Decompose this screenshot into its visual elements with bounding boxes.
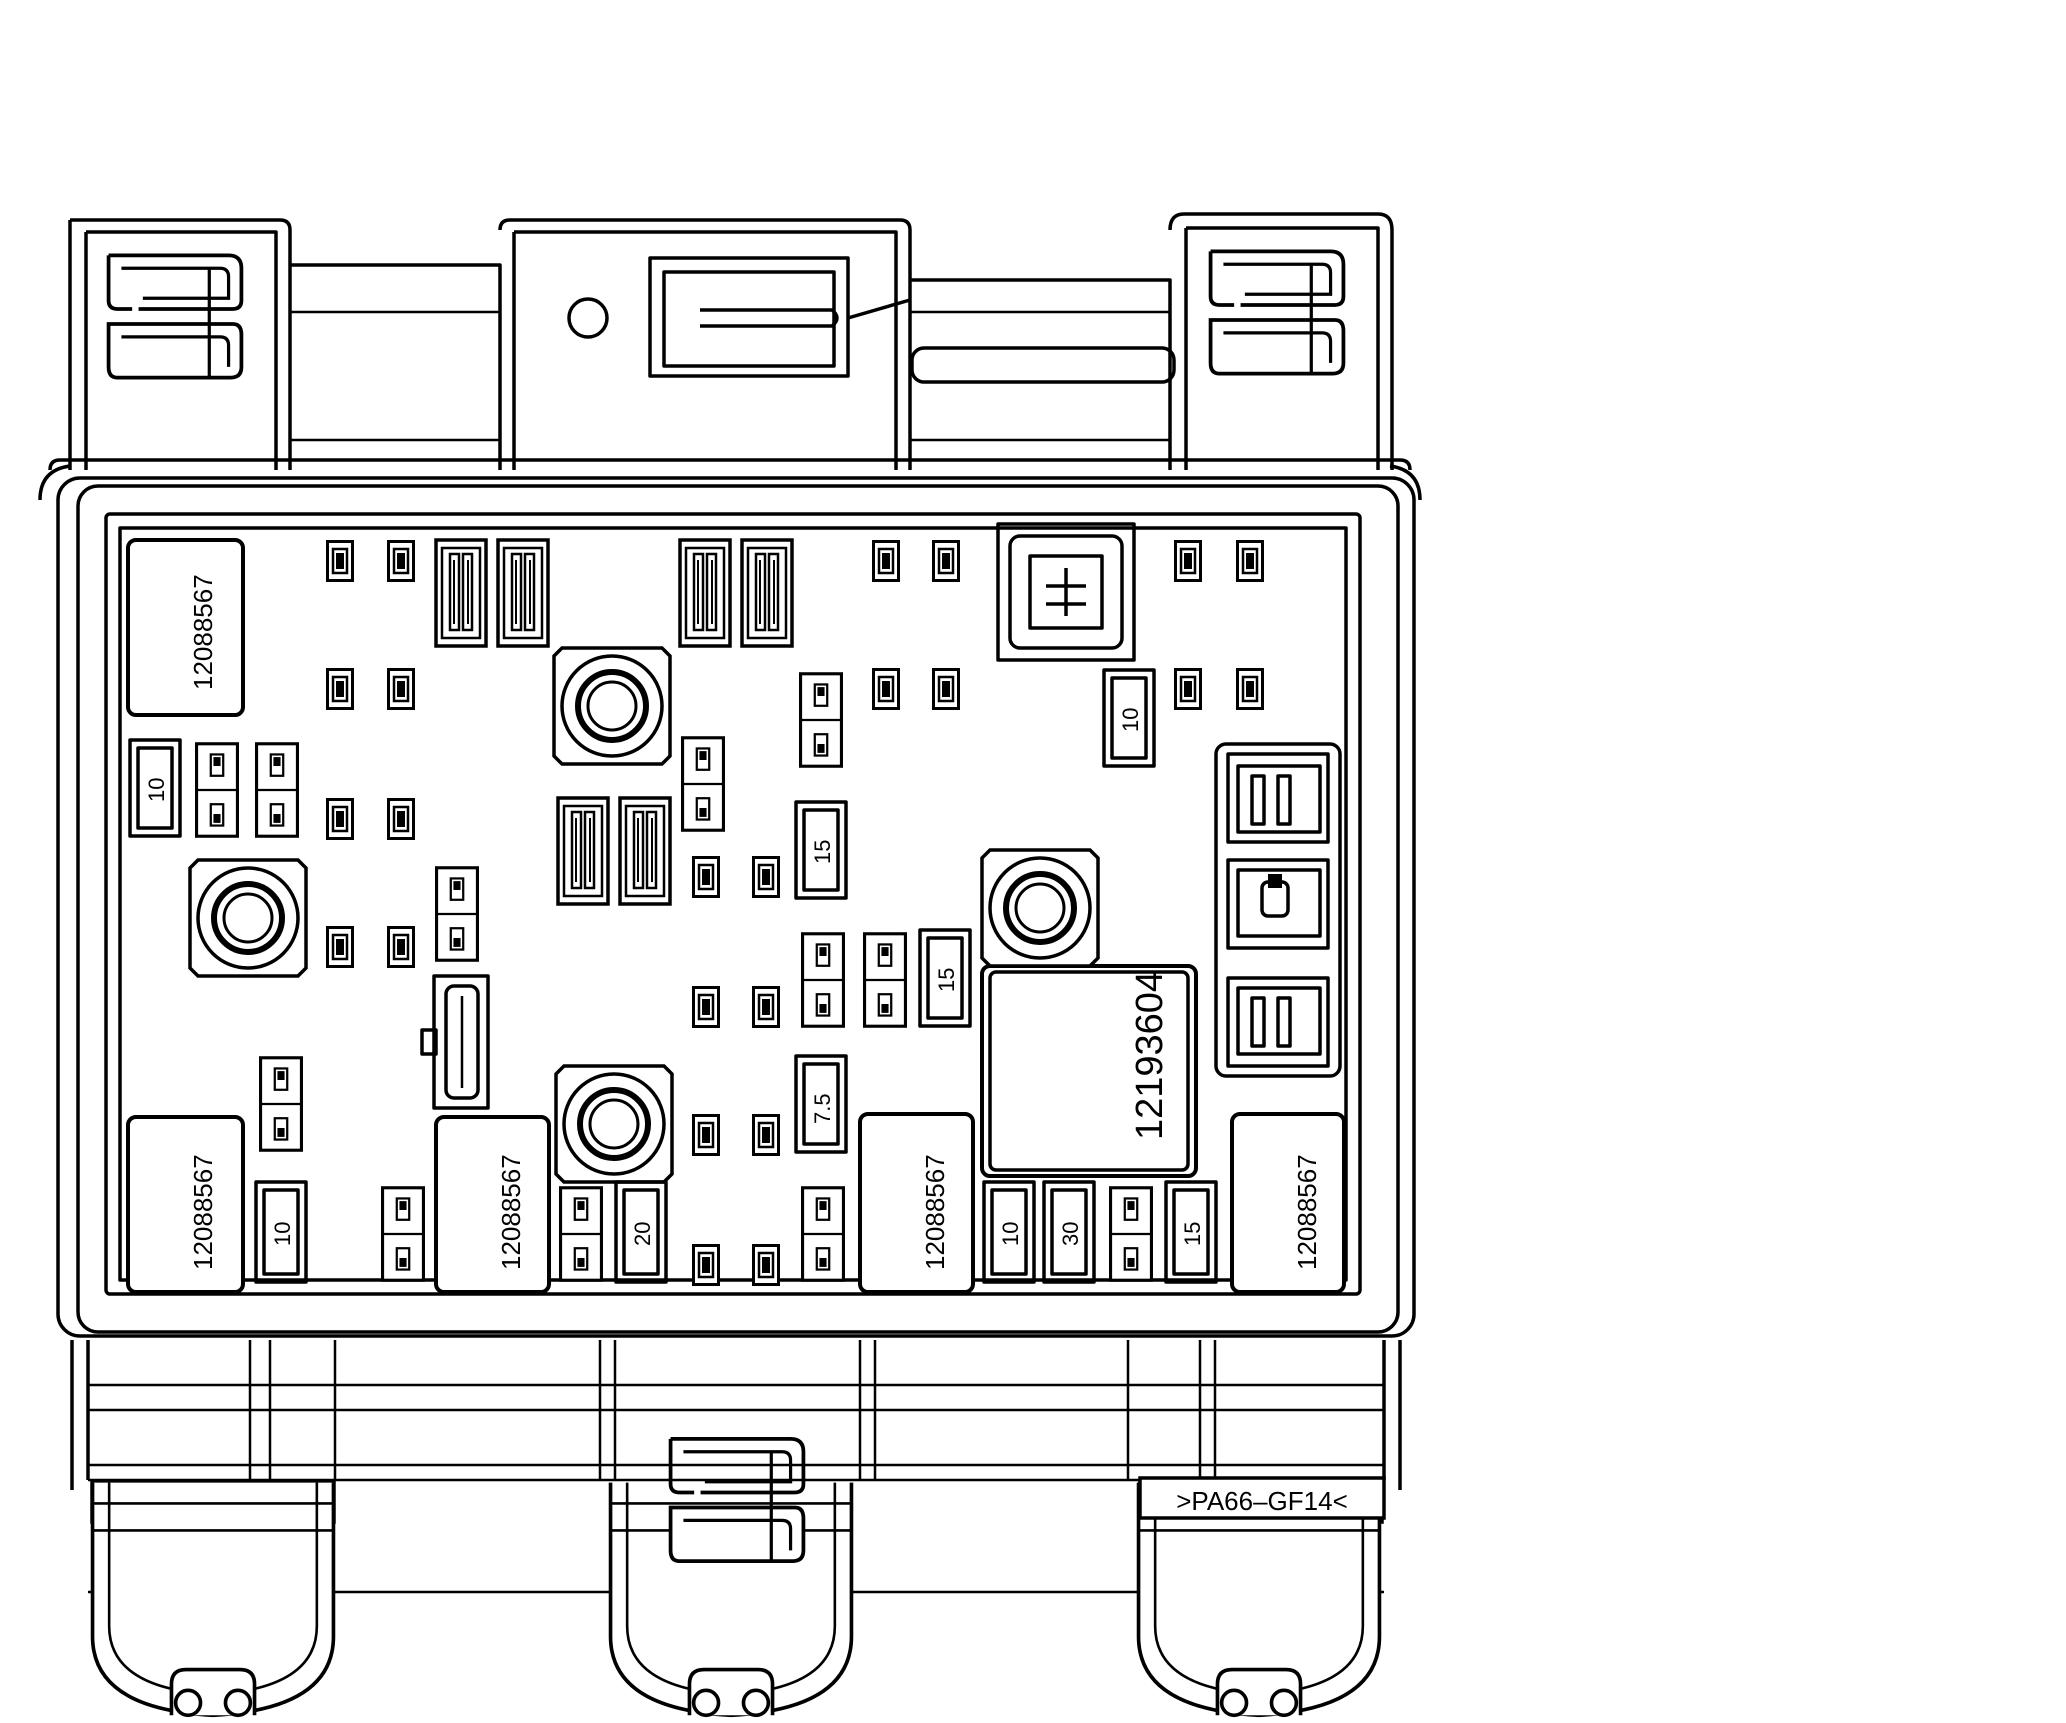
relay-bottom-right: 12088567 — [1230, 1112, 1346, 1294]
fuse-bottom-left-rating: 10 — [270, 1222, 295, 1246]
fuse-bottom-center-rating: 20 — [630, 1222, 655, 1246]
housing-bottom: >PA66–GF14< — [70, 1340, 1402, 1718]
fuse-bottom-right-1: 10 — [982, 1180, 1036, 1284]
relay-top-left-label: 12088567 — [188, 574, 218, 690]
fuse-bottom-left: 10 — [254, 1180, 308, 1284]
relay-large-center-label: 12193604 — [1129, 971, 1171, 1140]
fuse-holder-side — [420, 974, 490, 1110]
fuse-center-bottom-rating: 7.5 — [810, 1093, 835, 1124]
relay-bottom-center-left: 12088567 — [434, 1115, 551, 1294]
fuse-center-bottom: 7.5 — [794, 1054, 848, 1154]
fuse-bottom-right-3-rating: 15 — [1180, 1222, 1205, 1246]
relay-bottom-center-right: 12088567 — [858, 1112, 975, 1294]
relay-bottom-right-label: 12088567 — [1292, 1154, 1322, 1270]
relay-bottom-left-label: 12088567 — [188, 1154, 218, 1270]
relay-bottom-center-right-label: 12088567 — [920, 1154, 950, 1270]
relay-bottom-left: 12088567 — [126, 1115, 245, 1294]
bolt-stud-bottom — [556, 1066, 672, 1182]
housing-top — [38, 212, 1422, 501]
relay-socket-top-right — [996, 522, 1136, 662]
fuse-center-mid: 15 — [794, 800, 848, 900]
fuse-left-top: 10 — [128, 738, 182, 838]
fuse-left-top-rating: 10 — [144, 778, 169, 802]
fuse-right-top: 10 — [1102, 668, 1156, 768]
fuse-bottom-right-1-rating: 10 — [998, 1222, 1023, 1246]
relay-top-left: 12088567 — [126, 538, 245, 717]
material-mark: >PA66–GF14< — [1176, 1486, 1348, 1516]
relay-large-center: 12193604 — [980, 964, 1198, 1178]
fuse-bottom-right-3: 15 — [1164, 1180, 1218, 1284]
bolt-stud-top — [554, 648, 670, 764]
relay-bottom-center-left-label: 12088567 — [496, 1154, 526, 1270]
relay-block-right — [1214, 742, 1342, 1078]
fuse-center-mid-rating: 15 — [810, 840, 835, 864]
fuse-center-lower-rating: 15 — [934, 968, 959, 992]
fuse-bottom-right-2-rating: 30 — [1058, 1222, 1083, 1246]
fuse-bottom-right-2: 30 — [1042, 1180, 1096, 1284]
bolt-stud-right — [982, 850, 1098, 966]
fuse-center-lower: 15 — [918, 928, 972, 1028]
bolt-stud-left — [190, 860, 306, 976]
fuse-right-top-rating: 10 — [1118, 708, 1143, 732]
fuse-bottom-center: 20 — [614, 1180, 668, 1284]
